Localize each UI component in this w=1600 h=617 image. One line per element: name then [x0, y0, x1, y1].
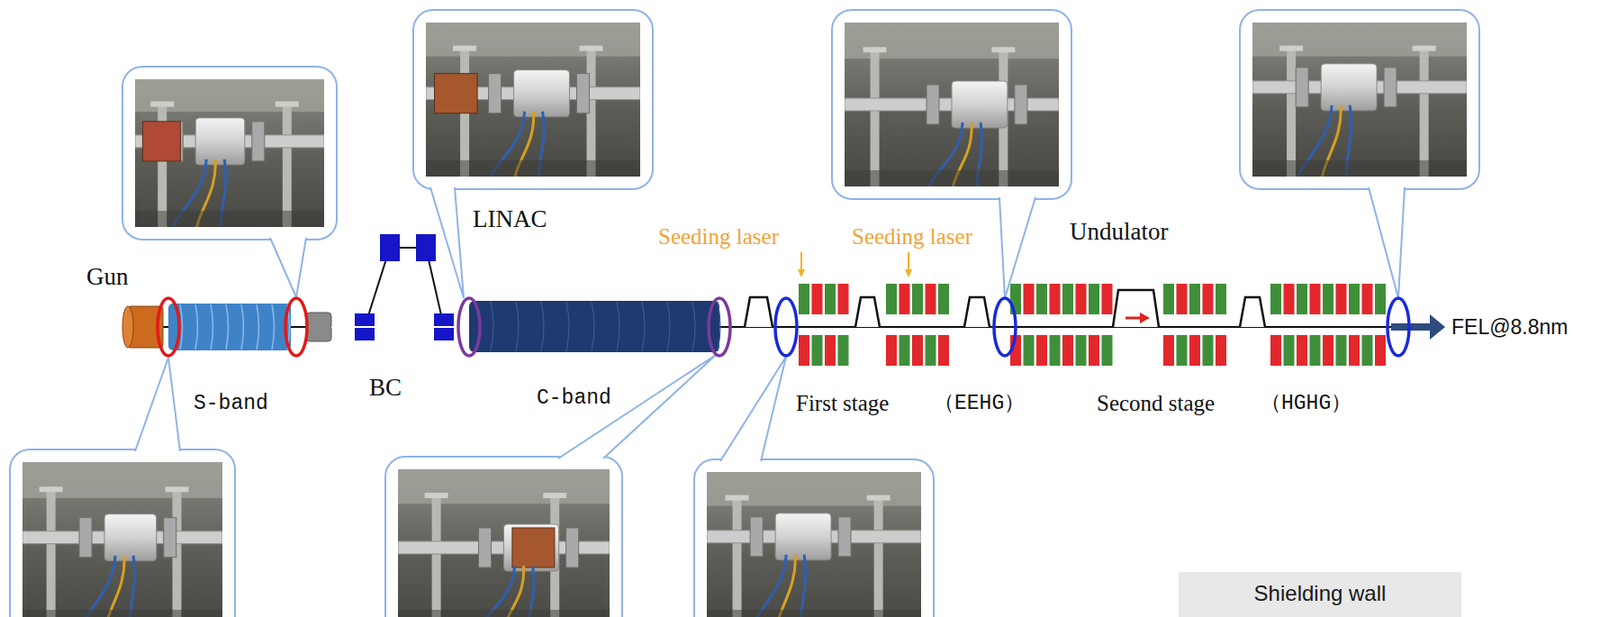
component-label: Gun	[86, 262, 129, 291]
fel-output-arrow	[1391, 314, 1446, 340]
photo	[706, 471, 922, 617]
section-label: C-band	[536, 386, 612, 410]
label-box: Shielding wall	[1178, 571, 1462, 617]
scheme-label: （EEHG）	[933, 391, 1025, 416]
laser-arrow	[797, 252, 805, 278]
photo-callout	[831, 9, 1072, 299]
laser-label: Seeding laser	[851, 224, 973, 251]
photo-callout	[413, 9, 653, 299]
section-label: Undulator	[1069, 217, 1168, 246]
chicane	[1112, 289, 1159, 327]
monitor-ring	[157, 298, 180, 356]
box-text: Shielding wall	[1254, 580, 1387, 606]
monitor-ring	[994, 298, 1016, 356]
photo-callout	[1239, 9, 1480, 299]
stage-label: First stage	[795, 390, 889, 417]
monitor-ring	[775, 298, 797, 356]
section-label: S-band	[193, 391, 269, 416]
chicane	[964, 297, 990, 327]
monitor-ring	[458, 298, 480, 356]
scheme-label: （HGHG）	[1260, 391, 1352, 416]
photo	[1252, 22, 1467, 177]
output-label: FEL@8.8nm	[1451, 315, 1568, 339]
photo	[397, 469, 610, 617]
drift-section	[306, 312, 332, 342]
photo-callout	[385, 354, 716, 617]
s-band-accelerator	[168, 303, 291, 351]
monitor-ring	[708, 298, 731, 356]
bunch-compressor	[331, 234, 470, 341]
photo	[425, 22, 641, 177]
beamline	[122, 234, 1446, 366]
laser-label: Seeding laser	[658, 224, 779, 251]
stage-label: Second stage	[1096, 390, 1215, 417]
monitor-ring	[285, 298, 308, 356]
undulator-magnets	[1163, 283, 1227, 366]
photo	[844, 22, 1059, 187]
photo	[22, 461, 223, 617]
laser-arrow	[904, 252, 913, 278]
chicane	[855, 297, 880, 327]
chicane	[744, 297, 773, 327]
c-band-accelerator	[469, 300, 721, 353]
chicane	[1239, 297, 1266, 327]
callout-layer	[9, 9, 1480, 617]
monitor-ring	[1387, 298, 1410, 356]
undulator-magnets	[798, 283, 850, 366]
photo-callout	[694, 356, 934, 617]
undulator-magnets	[885, 283, 950, 366]
undulator-magnets	[1270, 283, 1386, 366]
section-label: LINAC	[472, 205, 548, 234]
undulator-magnets	[1010, 283, 1113, 366]
photo-callout	[122, 66, 337, 298]
photo	[135, 79, 325, 227]
section-label: BC	[369, 373, 402, 402]
